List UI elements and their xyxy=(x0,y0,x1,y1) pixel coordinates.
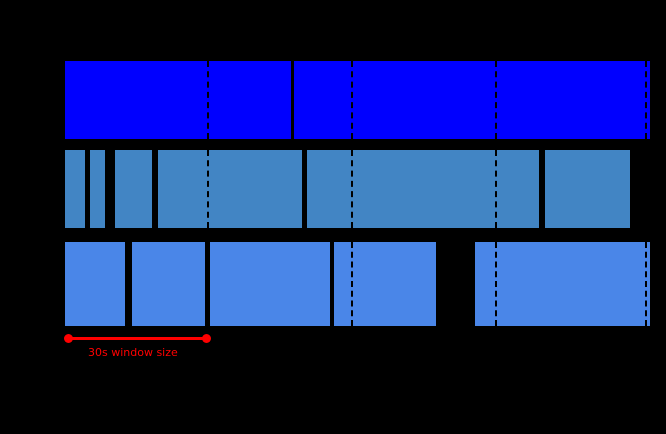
timeline-segment xyxy=(65,150,85,228)
annotation-label: 30s window size xyxy=(88,346,178,359)
timeline-lane-3 xyxy=(0,242,666,326)
timeline-segment xyxy=(65,61,291,139)
timeline-segment xyxy=(115,150,152,228)
annotation-endpoint-left xyxy=(64,334,73,343)
timeline-lane-1 xyxy=(0,61,666,139)
annotation-endpoint-right xyxy=(202,334,211,343)
timeline-segment xyxy=(545,150,630,228)
timeline-segment xyxy=(334,242,436,326)
timeline-segment xyxy=(294,61,650,139)
timeline-segment xyxy=(307,150,539,228)
timeline-lane-2 xyxy=(0,150,666,228)
timeline-segment xyxy=(65,242,125,326)
timeline-segment xyxy=(132,242,205,326)
timeline-segment xyxy=(158,150,302,228)
timeline-segment xyxy=(90,150,105,228)
timeline-segment xyxy=(210,242,330,326)
annotation-line xyxy=(68,337,207,340)
timeline-segment xyxy=(475,242,650,326)
